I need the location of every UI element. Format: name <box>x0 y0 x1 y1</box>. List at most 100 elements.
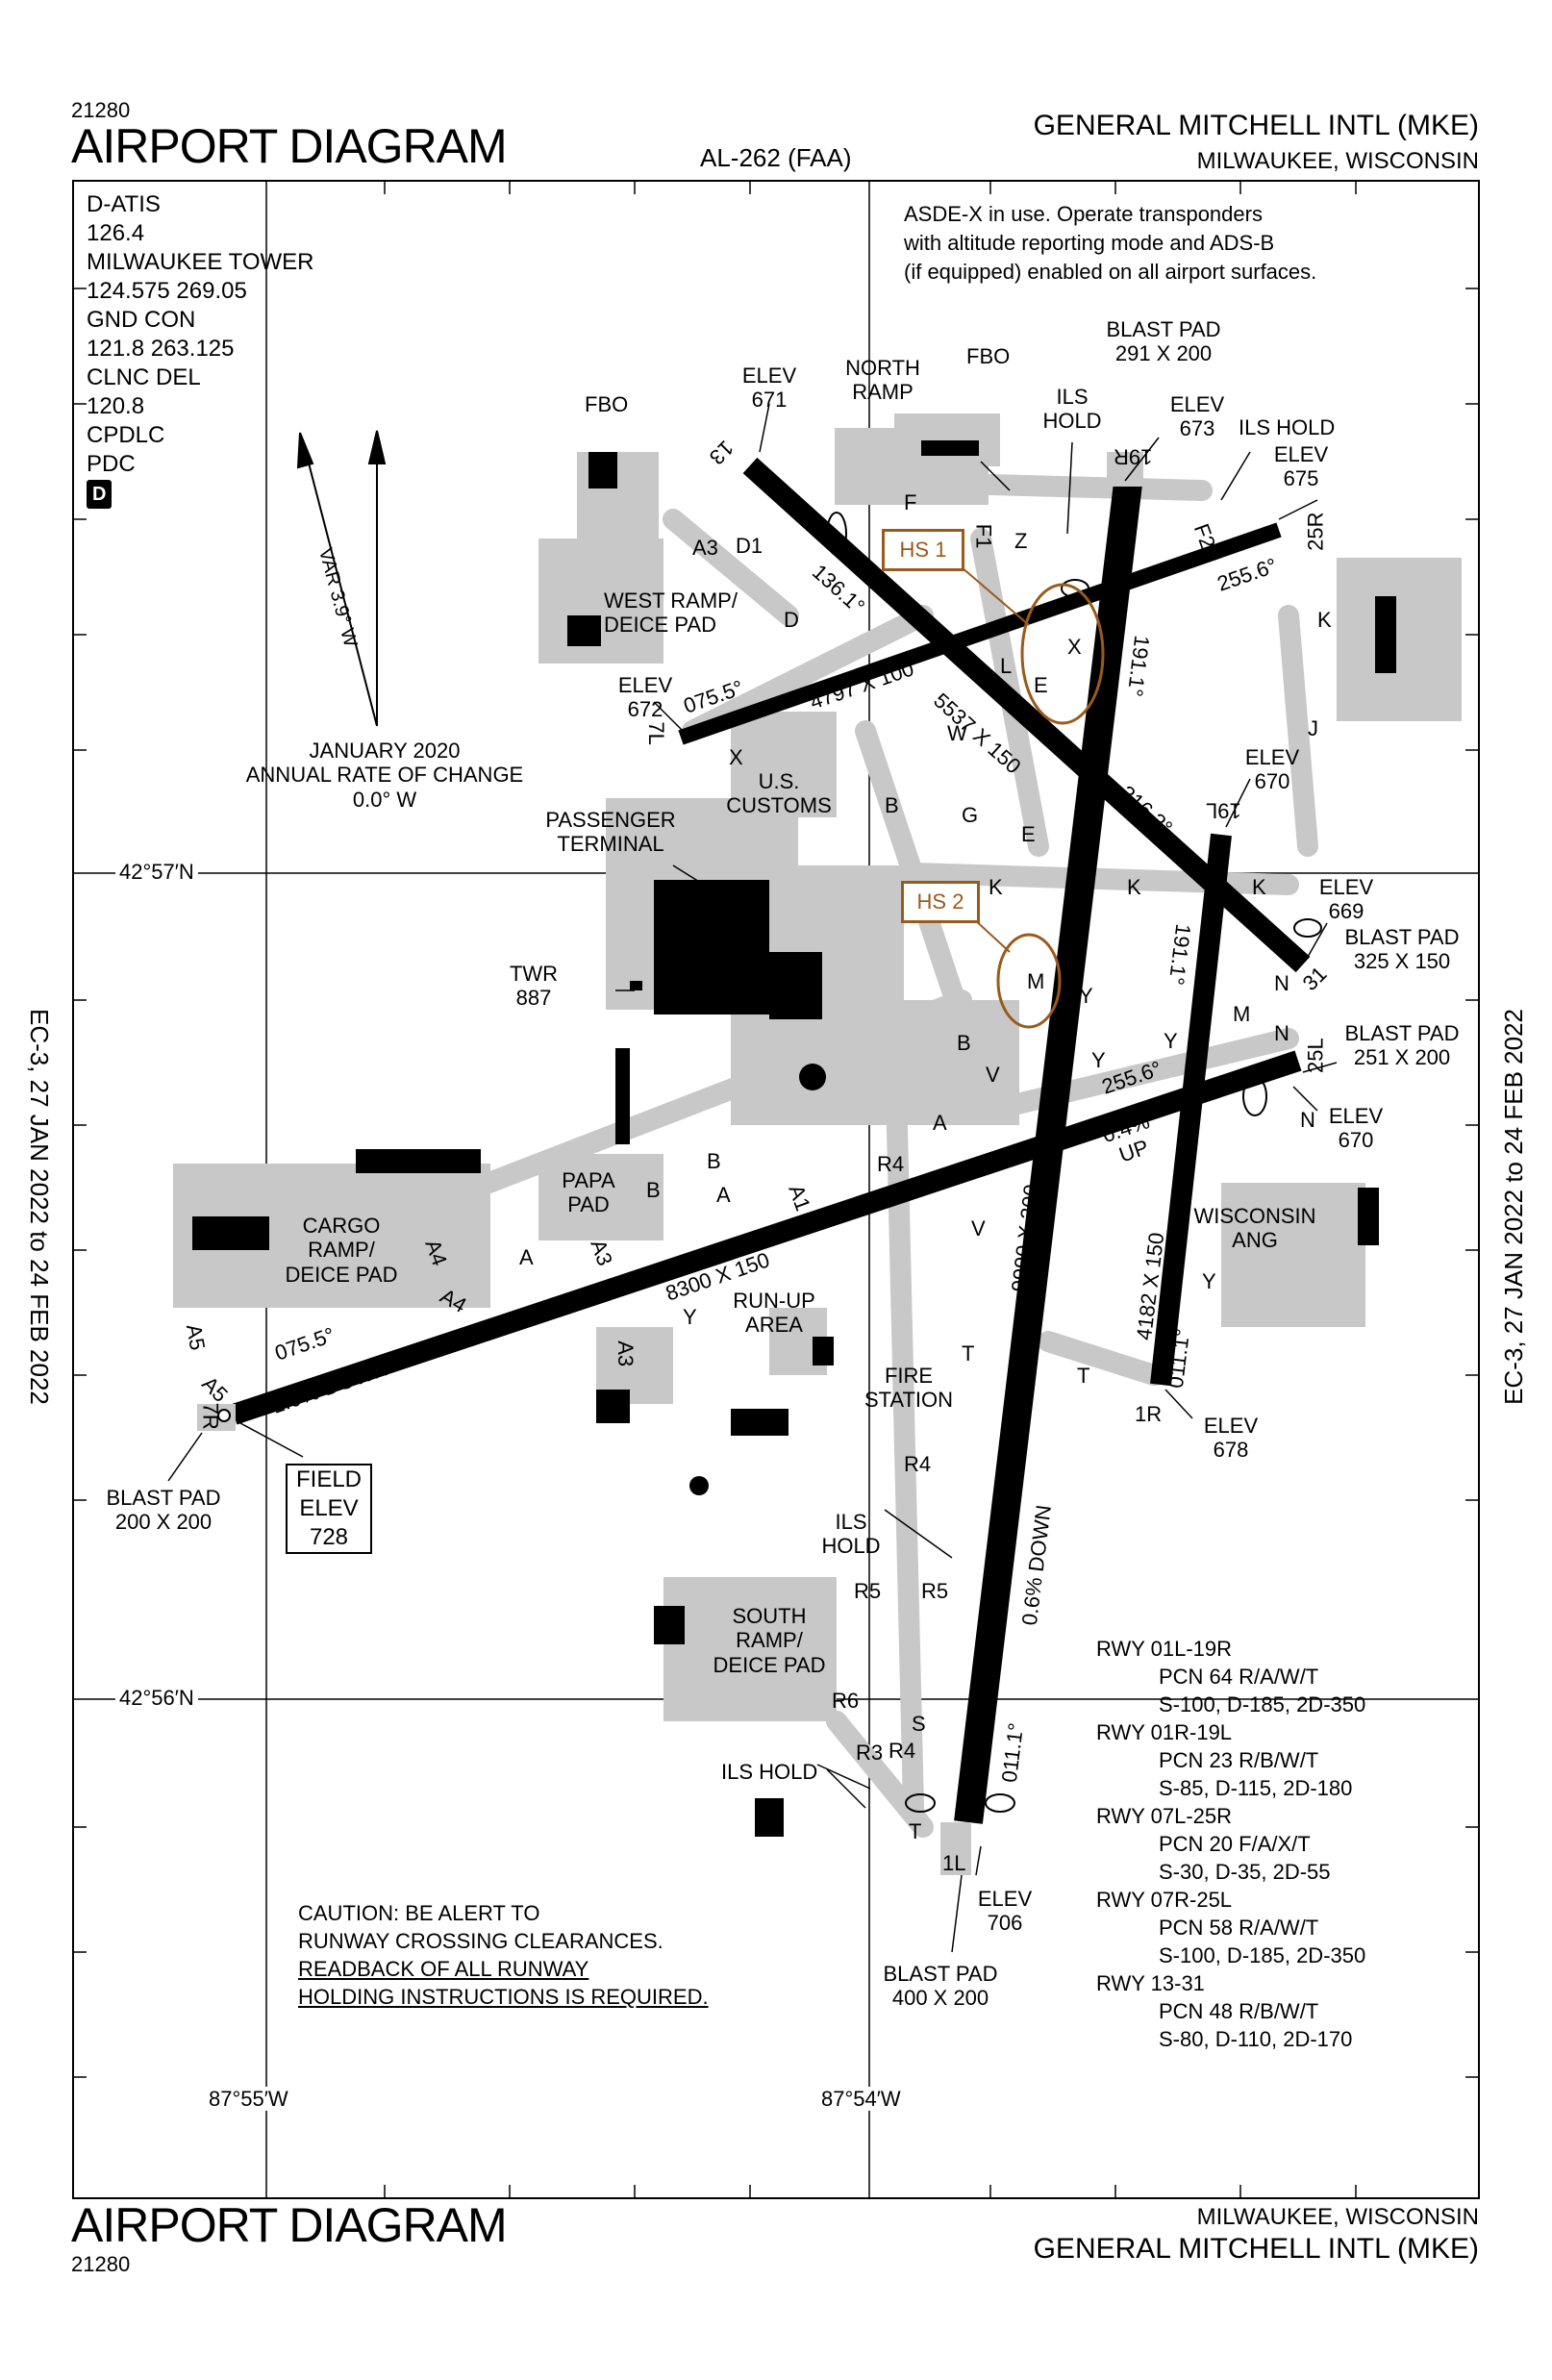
pcn-value: PCN 23 R/B/W/T <box>1159 1748 1319 1772</box>
blast-pad-400-label: BLAST PAD 400 X 200 <box>873 1962 1008 2011</box>
blast-pad-line: 400 X 200 <box>891 1986 989 2011</box>
caution-note: CAUTION: BE ALERT TO RUNWAY CROSSING CLE… <box>298 1899 709 2011</box>
freq-line: CLNC DEL <box>87 364 201 390</box>
south-ramp-line: SOUTH <box>732 1604 807 1628</box>
terminal-concourse <box>769 952 822 1019</box>
terminal-line: PASSENGER <box>545 808 676 832</box>
north-arrows <box>296 430 387 727</box>
cargo-line: CARGO <box>302 1214 381 1238</box>
pcn-block: RWY 01L-19R PCN 64 R/A/W/T S-100, D-185,… <box>1096 1635 1365 2053</box>
pcn-rwy: RWY 01R-19L <box>1096 1720 1233 1744</box>
runway-end-7l: 7L <box>643 721 668 745</box>
taxiway-label-x-1: Y <box>1079 984 1093 1008</box>
taxiway-label-l: L <box>1000 654 1013 678</box>
customs-area <box>731 712 837 817</box>
taxiway-label-r4: R6 <box>832 1689 860 1713</box>
elev-706-label: ELEV 706 <box>971 1887 1039 1936</box>
ils-hold-line: HOLD <box>821 1534 881 1559</box>
taxiway-label-v-2: X <box>729 745 743 769</box>
taxiway-label-n-3: N <box>1300 1108 1315 1132</box>
elev-value: 678 <box>1213 1438 1249 1463</box>
taxiway-label-r5: S <box>912 1712 926 1736</box>
fire-station-label: FIRE STATION <box>856 1364 962 1413</box>
pcn-rwy: RWY 07R-25L <box>1096 1888 1233 1912</box>
runway-end-1l: 1L <box>942 1851 966 1875</box>
runway-07l-25r <box>678 522 1282 745</box>
taxiway-label-u: W <box>947 721 967 745</box>
taxiway-label-q: R3 <box>856 1741 884 1765</box>
ils-hold-mid-label: ILS HOLD <box>817 1510 885 1559</box>
ang-line: WISCONSIN <box>1193 1204 1316 1228</box>
hotspot-1-leader <box>961 566 1030 626</box>
blast-pad-291-label: BLAST PAD 291 X 200 <box>1096 317 1231 366</box>
terminal-building <box>654 880 769 1015</box>
taxiway-label-s-2: T <box>1077 1364 1090 1388</box>
ils-hold-line: ILS <box>1056 385 1089 409</box>
taxiway-label-n-1: N <box>1274 971 1289 995</box>
customs-line: U.S. <box>758 769 800 793</box>
elev-671-label: ELEV 671 <box>736 363 803 413</box>
runway-end-7r: 7R <box>198 1402 223 1430</box>
city-bottom: MILWAUKEE, WISCONSIN <box>1196 2204 1479 2230</box>
papa-pad-line: PAPA <box>562 1168 615 1192</box>
cargo-line: RAMP/ <box>308 1238 375 1263</box>
hotspot-2-label[interactable]: HS 2 <box>901 881 980 923</box>
lat-label-42-56: 42°56′N <box>115 1686 198 1711</box>
taxiway-label-d1: D1 <box>736 534 763 558</box>
taxiway-label-f: F <box>904 490 917 514</box>
elev-label: ELEV <box>1318 875 1374 899</box>
taxiway-label-r3-2: R5 <box>921 1579 949 1603</box>
freq-line: CPDLC <box>87 422 165 448</box>
taxiway-label-r6: T <box>909 1819 922 1843</box>
chart-number-top: 21280 <box>71 98 131 122</box>
lat-label-42-57: 42°57′N <box>115 860 198 885</box>
pcn-rwy: RWY 01L-19R <box>1096 1637 1233 1661</box>
north-ramp-line: NORTH <box>845 356 920 380</box>
elev-label: ELEV <box>1203 1414 1259 1438</box>
runway-07r-25l <box>230 1050 1302 1425</box>
west-ramp-line: DEICE PAD <box>604 613 716 638</box>
papa-pad-line: PAD <box>567 1192 610 1217</box>
taxiway-label-x-2: Y <box>1091 1048 1106 1072</box>
asde-note: ASDE-X in use. Operate transponders with… <box>904 200 1316 287</box>
blast-pad-325-label: BLAST PAD 325 X 150 <box>1335 925 1469 974</box>
blast-pad-1l <box>940 1822 971 1875</box>
runup-line: AREA <box>745 1313 803 1338</box>
hotspot-1-label[interactable]: HS 1 <box>882 529 964 571</box>
taxiway-v-line <box>682 605 934 741</box>
taxiway-a-line <box>230 990 972 1290</box>
taxiway-label-r3-1: R5 <box>854 1579 882 1603</box>
blast-pad-line: 200 X 200 <box>114 1510 213 1535</box>
freq-line: PDC <box>87 451 136 477</box>
taxiway-f-line <box>836 470 1213 501</box>
taxiway-label-n-2: N <box>1274 1021 1289 1045</box>
variation-rate: 0.0° W <box>352 787 417 812</box>
elev-label: ELEV <box>1328 1104 1384 1128</box>
elev-value: 671 <box>751 388 788 413</box>
freq-line: MILWAUKEE TOWER <box>87 249 314 275</box>
pcn-value: PCN 48 R/B/W/T <box>1159 1999 1319 2023</box>
asde-line: with altitude reporting mode and ADS-B <box>904 231 1275 255</box>
runup-line: RUN-UP <box>733 1289 815 1313</box>
blast-pad-251-label: BLAST PAD 251 X 200 <box>1335 1021 1469 1070</box>
taxiway-label-y: Y <box>683 1305 697 1329</box>
pcn-weights: S-100, D-185, 2D-350 <box>1159 1692 1366 1716</box>
variation-date: JANUARY 2020 <box>309 739 461 763</box>
asde-line: ASDE-X in use. Operate transponders <box>904 202 1263 226</box>
taxiway-label-a-1: A <box>933 1111 947 1135</box>
caution-line: HOLDING INSTRUCTIONS IS REQUIRED. <box>298 1985 709 2009</box>
us-customs-label: U.S. CUSTOMS <box>716 769 841 818</box>
elev-label: ELEV <box>977 1887 1033 1911</box>
east-aprons <box>1337 558 1462 721</box>
freq-line: 126.4 <box>87 220 145 246</box>
taxiway-label-s-1: T <box>962 1341 975 1365</box>
east-buildings <box>1375 596 1396 673</box>
asde-line: (if equipped) enabled on all airport sur… <box>904 260 1317 284</box>
taxiway-label-m: M <box>1027 969 1045 993</box>
west-ramp-building <box>567 615 601 646</box>
elev-675-label: ELEV 675 <box>1267 442 1335 491</box>
taxiway-r-line <box>884 999 924 1818</box>
lon-label-87-55: 87°55′W <box>205 2087 292 2112</box>
field-elev-value: 728 <box>309 1524 349 1550</box>
chart-number-bottom: 21280 <box>71 2252 131 2276</box>
